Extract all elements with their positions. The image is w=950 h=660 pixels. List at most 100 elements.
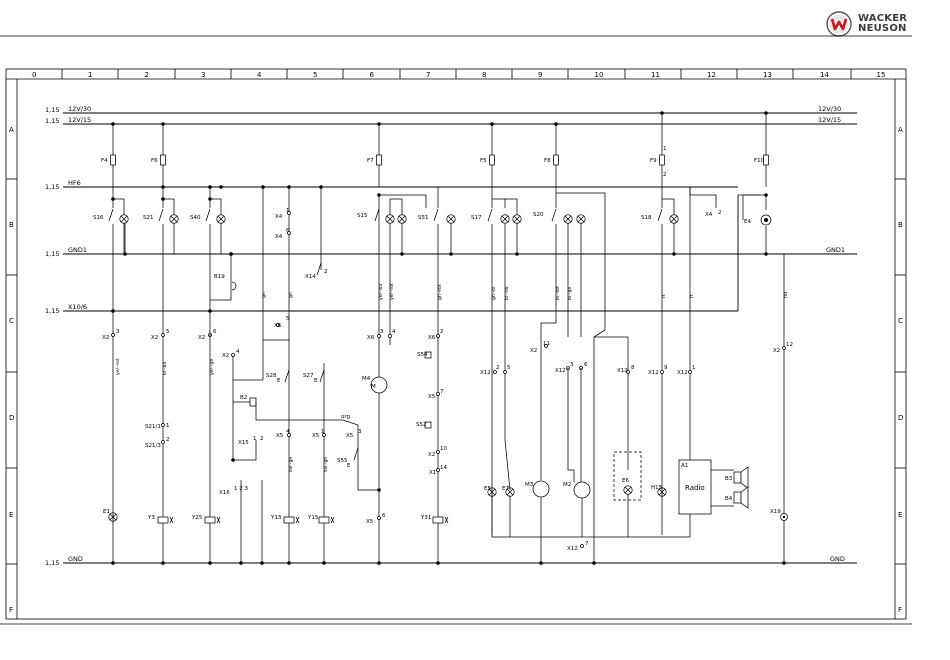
row-letter: F <box>898 606 902 614</box>
component-label: X5 <box>276 433 284 439</box>
junction-dot <box>161 561 165 565</box>
column-number: 0 <box>32 71 36 79</box>
w-logo-icon <box>826 11 852 37</box>
valve-mark <box>169 516 174 524</box>
lamp-cross <box>624 486 632 494</box>
component-label: S17 <box>471 215 482 221</box>
terminal-point <box>660 370 664 374</box>
lamp-cross <box>386 215 394 223</box>
component-label: X12 <box>677 370 688 376</box>
component-label: X2 <box>773 348 780 354</box>
component-label: X6 <box>428 335 436 341</box>
junction-dot <box>161 122 165 126</box>
coil-symbol <box>432 516 444 524</box>
wire <box>263 339 290 363</box>
component-label: 11 <box>543 341 550 347</box>
junction-dot <box>490 122 494 126</box>
lamp-cross <box>447 215 455 223</box>
junction-dot <box>515 252 519 256</box>
switch-contact <box>158 208 164 222</box>
junction-dot <box>436 561 440 565</box>
component-label: M2 <box>563 482 571 488</box>
component-label: 3 <box>570 362 574 368</box>
component-label: X6 <box>274 323 282 329</box>
column-number: 2 <box>145 71 149 79</box>
component-label: X4 <box>275 214 283 220</box>
component-label: X2 <box>428 452 435 458</box>
junction-dot <box>554 122 558 126</box>
wire-color-label: bl--ge <box>567 287 573 300</box>
component-label: X1 <box>429 470 436 476</box>
component-label: 7 <box>440 389 444 395</box>
component-label: 3 <box>358 429 362 435</box>
component-label: 2 <box>496 365 500 371</box>
junction-dot <box>782 561 786 565</box>
fuse-label: F10 <box>754 158 765 164</box>
component-label: org <box>341 414 350 420</box>
switch-contact <box>433 208 439 222</box>
component-label: S27 <box>303 373 314 379</box>
terminal-point <box>322 433 326 437</box>
brand-line-1: WACKER <box>858 13 908 24</box>
lamp-symbol <box>108 512 118 522</box>
rail-ref: 1,15 <box>45 183 59 191</box>
rail-label-right: GND1 <box>826 246 845 254</box>
rail-label: X10/6 <box>68 303 87 311</box>
row-letter: D <box>898 414 903 422</box>
coil-symbol <box>318 516 330 524</box>
component-label: 6 <box>213 329 217 335</box>
rail-label: 12V/30 <box>68 105 91 113</box>
component-label: X2 <box>198 335 205 341</box>
junction-dot <box>123 252 127 256</box>
component-label: X12 <box>648 370 659 376</box>
component-label: B2 <box>240 395 247 401</box>
component-label: 1 <box>286 208 290 214</box>
component-label: 4 <box>236 349 240 355</box>
row-letter: C <box>898 317 903 325</box>
speaker-box <box>733 491 742 504</box>
component-label: 1 <box>253 436 257 442</box>
row-letter: D <box>9 414 14 422</box>
switch-box <box>424 421 432 429</box>
row-letter: E <box>898 511 902 519</box>
wire <box>491 496 690 538</box>
wire <box>113 198 125 215</box>
wire-color-label: gn--bl <box>491 287 497 300</box>
component-label: S54 <box>417 352 428 358</box>
buzzer-box <box>249 397 257 407</box>
wire-color-label: ye/--ba <box>378 284 384 300</box>
switch-contact <box>316 262 322 276</box>
component-label: 6 <box>382 513 386 519</box>
component-label: 10 <box>440 446 447 452</box>
switch-contact <box>284 369 290 383</box>
wire <box>492 198 506 208</box>
wire <box>504 439 511 491</box>
switch-contact <box>374 208 380 222</box>
wire <box>505 198 518 215</box>
component-label: 4 <box>286 429 290 435</box>
terminal-point <box>111 333 115 337</box>
lamp-cross <box>170 215 178 223</box>
valve-mark <box>444 516 449 524</box>
speaker-cone <box>740 486 749 509</box>
component-label: E6 <box>622 478 629 484</box>
column-number: 1 <box>88 71 92 79</box>
lamp-cross <box>513 215 521 223</box>
wire-color-label: rt <box>661 294 667 298</box>
wire-color-label: sw--ge <box>289 457 294 472</box>
lamp-cross <box>217 215 225 223</box>
component-label: X16 <box>219 490 230 496</box>
component-label: S20 <box>533 212 544 218</box>
component-label: Y25 <box>191 515 203 521</box>
component-label: 6 <box>286 228 290 234</box>
coil-symbol <box>204 516 216 524</box>
component-label: 2 <box>324 269 328 275</box>
component-label: S21 <box>143 215 154 221</box>
column-number: 10 <box>595 71 604 79</box>
junction-dot <box>319 185 323 189</box>
junction-dot <box>229 252 233 256</box>
wire-color-label: gn <box>262 292 267 298</box>
fuse-label: F8 <box>544 158 551 164</box>
switch-contact <box>657 208 663 222</box>
lamp-cross <box>506 488 514 496</box>
